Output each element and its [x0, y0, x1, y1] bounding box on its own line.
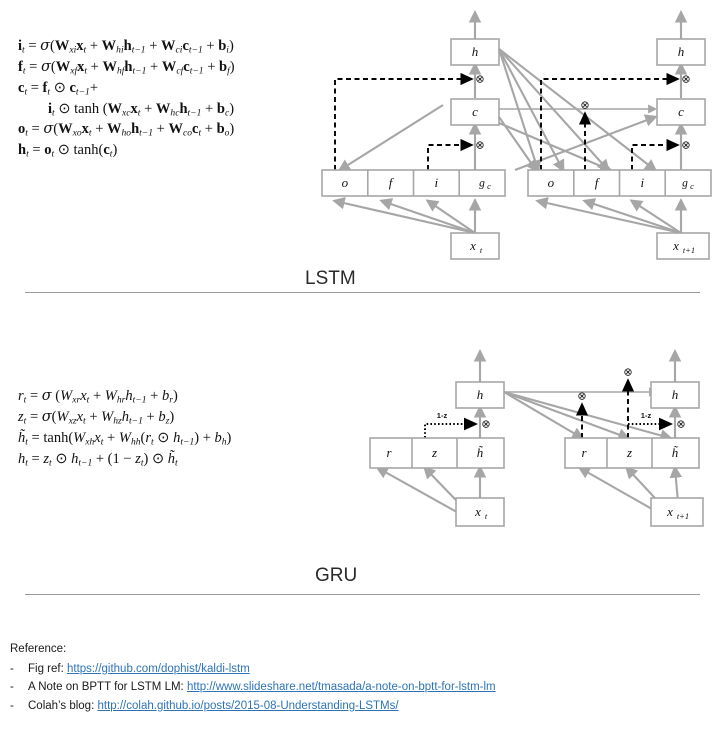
gru-t1-gate-row: r z h̃	[564, 437, 700, 469]
svg-text:h: h	[672, 387, 679, 402]
gru-t0-gate-annotation: 1-z	[437, 411, 448, 420]
lstm-t1-o-mult-path	[540, 72, 680, 170]
lstm-diagram: ⊗ ⊗ h c o f i g c x t	[321, 10, 712, 260]
lstm-equation-line-1: it = σ(Wxixt + Whiht−1 + Wcict−1 + bi)	[18, 38, 234, 56]
reference-link-bptt-note[interactable]: http://www.slideshare.net/tmasada/a-note…	[186, 681, 496, 694]
gru-t0-input-box: x t	[455, 497, 505, 527]
lstm-t0-i-mult-path	[427, 138, 474, 170]
gru-t0-z-mult-path	[424, 417, 478, 468]
gru-diagram: 1-z ⊗ h r z h̃ x t	[369, 349, 704, 527]
gru-section-rule	[25, 594, 700, 595]
lstm-equation-line-4: it ⊙ tanh (Wxcxt + Whcht−1 + bc)	[48, 100, 235, 119]
svg-text:h: h	[678, 44, 685, 59]
svg-text:h̃: h̃	[477, 445, 484, 460]
lstm-t0-h-box: h	[450, 38, 500, 66]
reference-link-fig-ref[interactable]: https://github.com/dophist/kaldi-lstm	[67, 662, 250, 675]
lstm-recurrent-c-peephole-2	[498, 122, 613, 173]
svg-text:t+1: t+1	[677, 511, 689, 521]
reference-label: A Note on BPTT for LSTM LM:	[28, 681, 184, 694]
svg-text:t+1: t+1	[683, 245, 695, 255]
svg-text:c: c	[690, 181, 694, 191]
svg-text:g: g	[682, 178, 688, 190]
svg-text:h: h	[477, 387, 484, 402]
reference-bullet: -	[10, 662, 14, 675]
gru-t1-mult-icon: ⊗	[676, 418, 685, 431]
reference-link-colah-blog[interactable]: http://colah.github.io/posts/2015-08-Und…	[97, 699, 399, 712]
reference-item-3: - Colah’s blog: http://colah.github.io/po…	[10, 697, 496, 716]
svg-text:h̃: h̃	[672, 445, 679, 460]
svg-text:x: x	[469, 238, 476, 253]
lstm-t1-input-to-gates	[535, 196, 688, 235]
gru-t0-h-box: h	[455, 381, 505, 409]
svg-text:t: t	[485, 511, 488, 521]
lstm-t0-input-box: x t	[450, 232, 500, 260]
lstm-t1-gate-row: o f i g c	[527, 169, 712, 197]
lstm-t1-i-mult-path	[631, 138, 680, 170]
gru-equations: rt = σ (Wxrxt + Whrht−1 + br) zt = σ(Wxz…	[18, 386, 231, 469]
lstm-equation-line-3: ct = ft ⊙ ct−1+	[18, 79, 98, 98]
svg-text:x: x	[672, 238, 679, 253]
lstm-t0-mult-c-icon: ⊗	[475, 139, 484, 152]
gru-equation-line-3: h̃t = tanh(Wxhxt + Whh(rt ⊙ ht−1) + bh)	[18, 429, 232, 448]
svg-text:o: o	[342, 175, 349, 190]
lstm-t0-c-to-o	[337, 104, 444, 172]
gru-t1-h-box: h	[650, 381, 700, 409]
svg-text:c: c	[472, 104, 478, 119]
svg-text:h: h	[472, 44, 479, 59]
gru-equation-line-4: ht = zt ⊙ ht−1 + (1 − zt) ⊙ h̃t	[18, 450, 178, 469]
svg-text:f: f	[595, 175, 601, 190]
svg-text:f: f	[389, 175, 395, 190]
gru-t1-mult-z-icon: ⊗	[623, 366, 632, 379]
lstm-t0-mult-h-icon: ⊗	[475, 73, 484, 86]
lstm-t1-mult-f-icon: ⊗	[580, 99, 589, 112]
svg-text:x: x	[474, 504, 481, 519]
reference-bullet: -	[10, 681, 14, 694]
svg-text:t: t	[480, 245, 483, 255]
reference-item-1: - Fig ref: https://github.com/dophist/kal…	[10, 660, 496, 679]
svg-text:o: o	[548, 175, 555, 190]
references-block: Reference: - Fig ref: https://github.com/…	[10, 640, 496, 716]
lstm-t0-o-mult-path	[334, 72, 474, 170]
gru-t1-gate-annotation: 1-z	[641, 411, 652, 420]
lstm-t0-gate-row: o f i g c	[321, 169, 506, 197]
gru-equation-line-1: rt = σ (Wxrxt + Whrht−1 + br)	[18, 388, 178, 406]
lstm-section-label: LSTM	[305, 268, 356, 289]
reference-bullet: -	[10, 699, 14, 712]
lstm-t0-input-to-gates	[332, 197, 482, 235]
lstm-equations: it = σ(Wxixt + Whiht−1 + Wcict−1 + bi) f…	[18, 36, 235, 161]
lstm-t1-mult-c-icon: ⊗	[681, 139, 690, 152]
references-heading: Reference:	[10, 643, 67, 655]
reference-label: Colah’s blog:	[28, 699, 95, 712]
lstm-equation-line-2: ft = σ(Wxfxt + Whfht−1 + Wcfct−1 + bf)	[18, 58, 235, 77]
reference-label: Fig ref:	[28, 662, 64, 675]
lstm-equation-line-6: ht = ot ⊙ tanh(ct)	[18, 142, 118, 160]
lstm-t1-c-box: c	[656, 98, 706, 126]
svg-text:i: i	[640, 175, 644, 190]
gru-t0-gate-row: r z h̃	[369, 437, 505, 469]
svg-text:r: r	[581, 445, 587, 460]
svg-text:r: r	[386, 445, 392, 460]
svg-text:z: z	[431, 445, 437, 460]
svg-text:i: i	[434, 175, 438, 190]
gru-section-label: GRU	[315, 565, 358, 586]
lstm-t1-h-box: h	[656, 38, 706, 66]
lstm-t1-input-box: x t+1	[656, 232, 710, 260]
lstm-equation-line-5: ot = σ(Wxoxt + Whoht−1 + Wcoct + bo)	[18, 121, 235, 140]
svg-text:c: c	[678, 104, 684, 119]
svg-text:c: c	[487, 181, 491, 191]
reference-item-2: - A Note on BPTT for LSTM LM: http://www.…	[10, 678, 496, 697]
gru-t1-mult-r-icon: ⊗	[577, 390, 586, 403]
gru-equation-line-2: zt = σ(Wxzxt + Whzht−1 + bz)	[18, 408, 175, 427]
gru-t0-mult-icon: ⊗	[481, 418, 490, 431]
svg-text:z: z	[626, 445, 632, 460]
gru-t1-input-box: x t+1	[650, 497, 704, 527]
lstm-t0-c-box: c	[450, 98, 500, 126]
svg-text:g: g	[479, 178, 485, 190]
lstm-section-rule	[25, 292, 700, 293]
svg-text:x: x	[666, 504, 673, 519]
lstm-t1-mult-h-icon: ⊗	[681, 73, 690, 86]
